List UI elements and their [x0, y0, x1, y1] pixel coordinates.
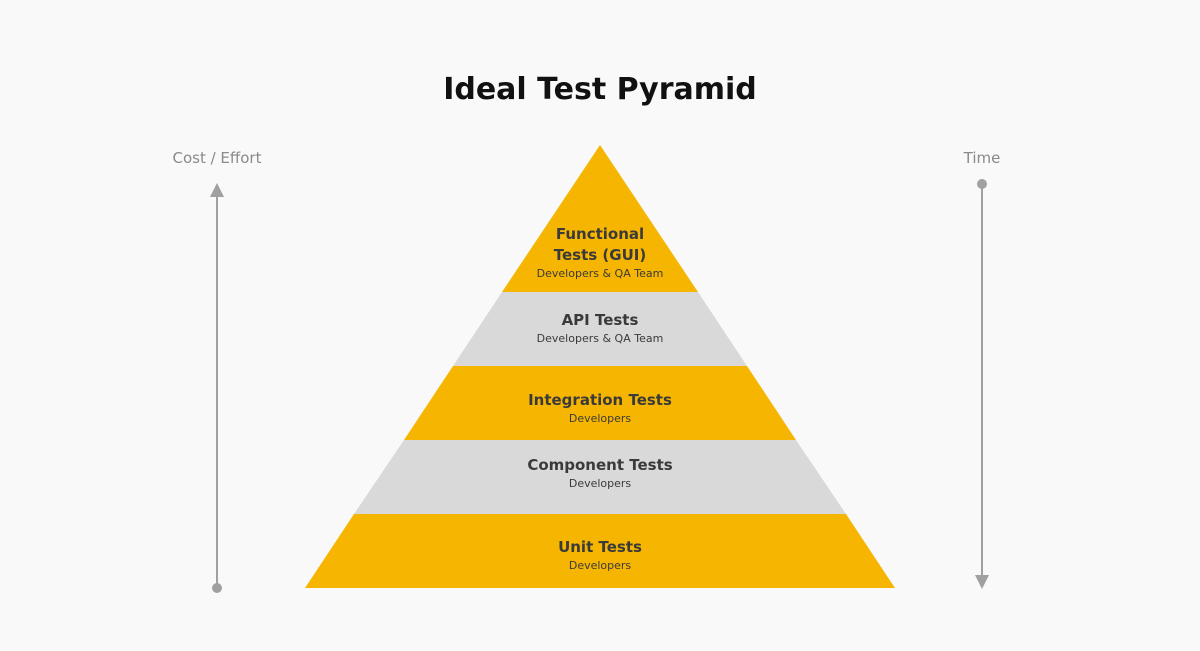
tier-functional-tests: Functional Tests (GUI) Developers & QA T… — [450, 224, 750, 282]
tier-team: Developers & QA Team — [536, 267, 664, 280]
tier-unit-tests-shape — [305, 514, 895, 588]
tier-team: Developers — [568, 412, 632, 425]
tier-integration-tests: Integration Tests Developers — [450, 390, 750, 427]
cost-effort-label: Cost / Effort — [172, 149, 262, 167]
tier-component-tests: Component Tests Developers — [450, 455, 750, 492]
tier-name: Tests (GUI) — [553, 246, 647, 264]
tier-functional-tests-shape — [502, 145, 698, 292]
tier-team: Developers & QA Team — [536, 332, 664, 345]
time-axis — [975, 179, 989, 589]
axis-start-dot-icon — [977, 179, 987, 189]
tier-component-tests-shape — [354, 440, 846, 514]
tier-name: Component Tests — [527, 456, 673, 474]
tier-name: API Tests — [561, 311, 639, 329]
time-label: Time — [963, 149, 1001, 167]
tier-name: Unit Tests — [558, 538, 642, 556]
page-title: Ideal Test Pyramid — [443, 72, 757, 107]
tier-api-tests-shape — [453, 292, 747, 366]
tier-name: Integration Tests — [528, 391, 672, 409]
tier-team: Developers — [568, 477, 632, 490]
tier-name: Functional — [555, 225, 645, 243]
tier-unit-tests: Unit Tests Developers — [450, 537, 750, 574]
tier-api-tests: API Tests Developers & QA Team — [450, 310, 750, 347]
cost-effort-axis — [210, 183, 224, 593]
tier-team: Developers — [568, 559, 632, 572]
tier-integration-tests-shape — [404, 366, 796, 440]
arrow-up-icon — [210, 183, 224, 197]
arrow-down-icon — [975, 575, 989, 589]
axis-start-dot-icon — [212, 583, 222, 593]
